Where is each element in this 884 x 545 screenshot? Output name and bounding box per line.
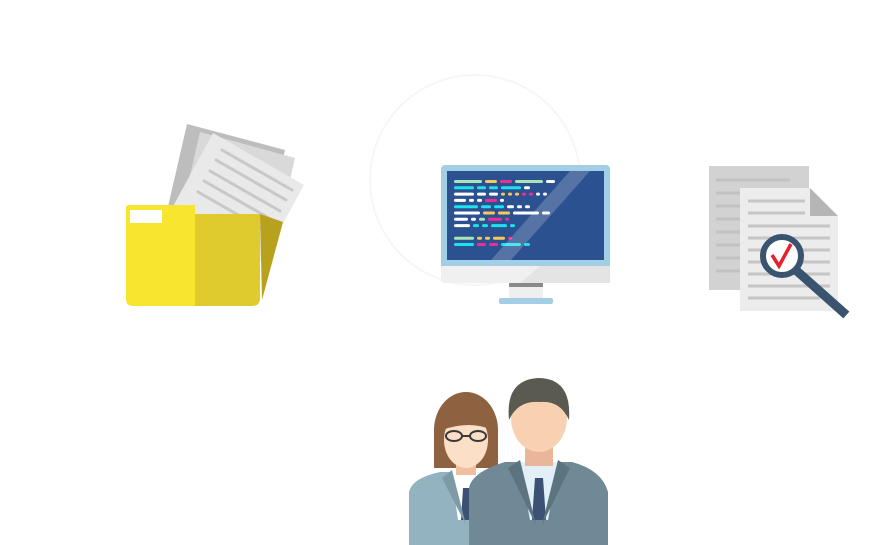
code-segment: [529, 192, 533, 196]
code-lines: [454, 180, 555, 246]
code-segment: [515, 180, 543, 183]
code-segment: [498, 211, 510, 215]
code-segment: [454, 243, 474, 246]
code-segment: [501, 186, 521, 190]
code-segment: [500, 198, 504, 202]
code-segment: [524, 186, 530, 190]
code-segment: [491, 224, 507, 228]
code-segment: [505, 217, 509, 221]
code-segment: [508, 236, 512, 240]
code-segment: [479, 217, 485, 221]
code-segment: [477, 243, 486, 246]
code-segment: [483, 211, 495, 215]
code-segment: [481, 205, 491, 209]
code-segment: [542, 211, 550, 215]
code-segment: [536, 192, 540, 196]
code-segment: [513, 211, 539, 215]
code-segment: [477, 186, 486, 190]
code-segment: [477, 236, 482, 240]
code-segment: [488, 217, 502, 221]
code-segment: [485, 236, 490, 240]
code-segment: [525, 205, 530, 209]
code-segment: [454, 205, 478, 209]
code-segment: [454, 180, 482, 183]
code-segment: [477, 192, 486, 196]
code-segment: [489, 186, 498, 190]
code-segment: [489, 243, 498, 246]
code-segment: [454, 217, 468, 221]
code-segment: [485, 198, 497, 202]
code-segment: [508, 192, 512, 196]
code-segment: [501, 192, 505, 196]
code-segment: [454, 198, 466, 202]
code-segment: [543, 192, 547, 196]
folder-with-documents-icon: [126, 124, 304, 306]
code-segment: [524, 243, 530, 246]
code-segment: [471, 217, 476, 221]
code-segment: [454, 192, 474, 196]
code-segment: [454, 186, 474, 190]
code-segment: [477, 198, 482, 202]
code-segment: [510, 224, 515, 228]
code-segment: [489, 192, 498, 196]
code-segment: [482, 224, 488, 228]
code-segment: [517, 205, 522, 209]
code-segment: [507, 205, 514, 209]
code-segment: [500, 180, 512, 183]
business-people-team-icon: [409, 378, 608, 545]
code-segment: [494, 205, 504, 209]
code-segment: [454, 224, 470, 228]
computer-monitor-code-icon: [441, 165, 610, 304]
document-search-magnifier-icon: [709, 166, 850, 319]
code-segment: [515, 192, 519, 196]
code-segment: [485, 180, 497, 183]
code-segment: [493, 236, 505, 240]
code-segment: [501, 243, 521, 246]
code-segment: [454, 236, 474, 240]
code-segment: [454, 211, 480, 215]
code-segment: [546, 180, 555, 183]
code-segment: [522, 192, 526, 196]
code-segment: [469, 198, 474, 202]
code-segment: [473, 224, 479, 228]
